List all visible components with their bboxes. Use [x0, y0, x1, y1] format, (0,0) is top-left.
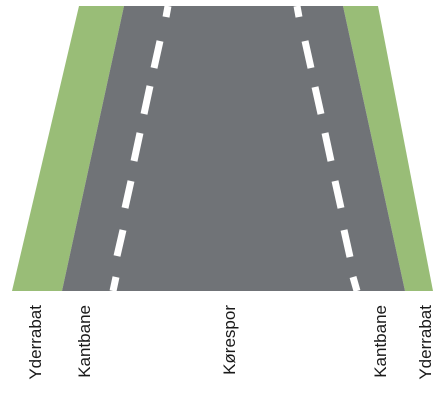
right-dash-7: [353, 277, 357, 291]
left-dash-1: [166, 6, 168, 17]
right-dash-1: [297, 6, 299, 17]
right-verge-label: Yderrabat: [416, 305, 435, 380]
right-edge-lane-label: Kantbane: [371, 305, 390, 378]
left-dash-7: [113, 277, 116, 291]
carriageway-label: Kørespor: [220, 305, 239, 375]
left-edge-lane-label: Kantbane: [75, 305, 94, 378]
left-verge-label: Yderrabat: [26, 305, 45, 380]
